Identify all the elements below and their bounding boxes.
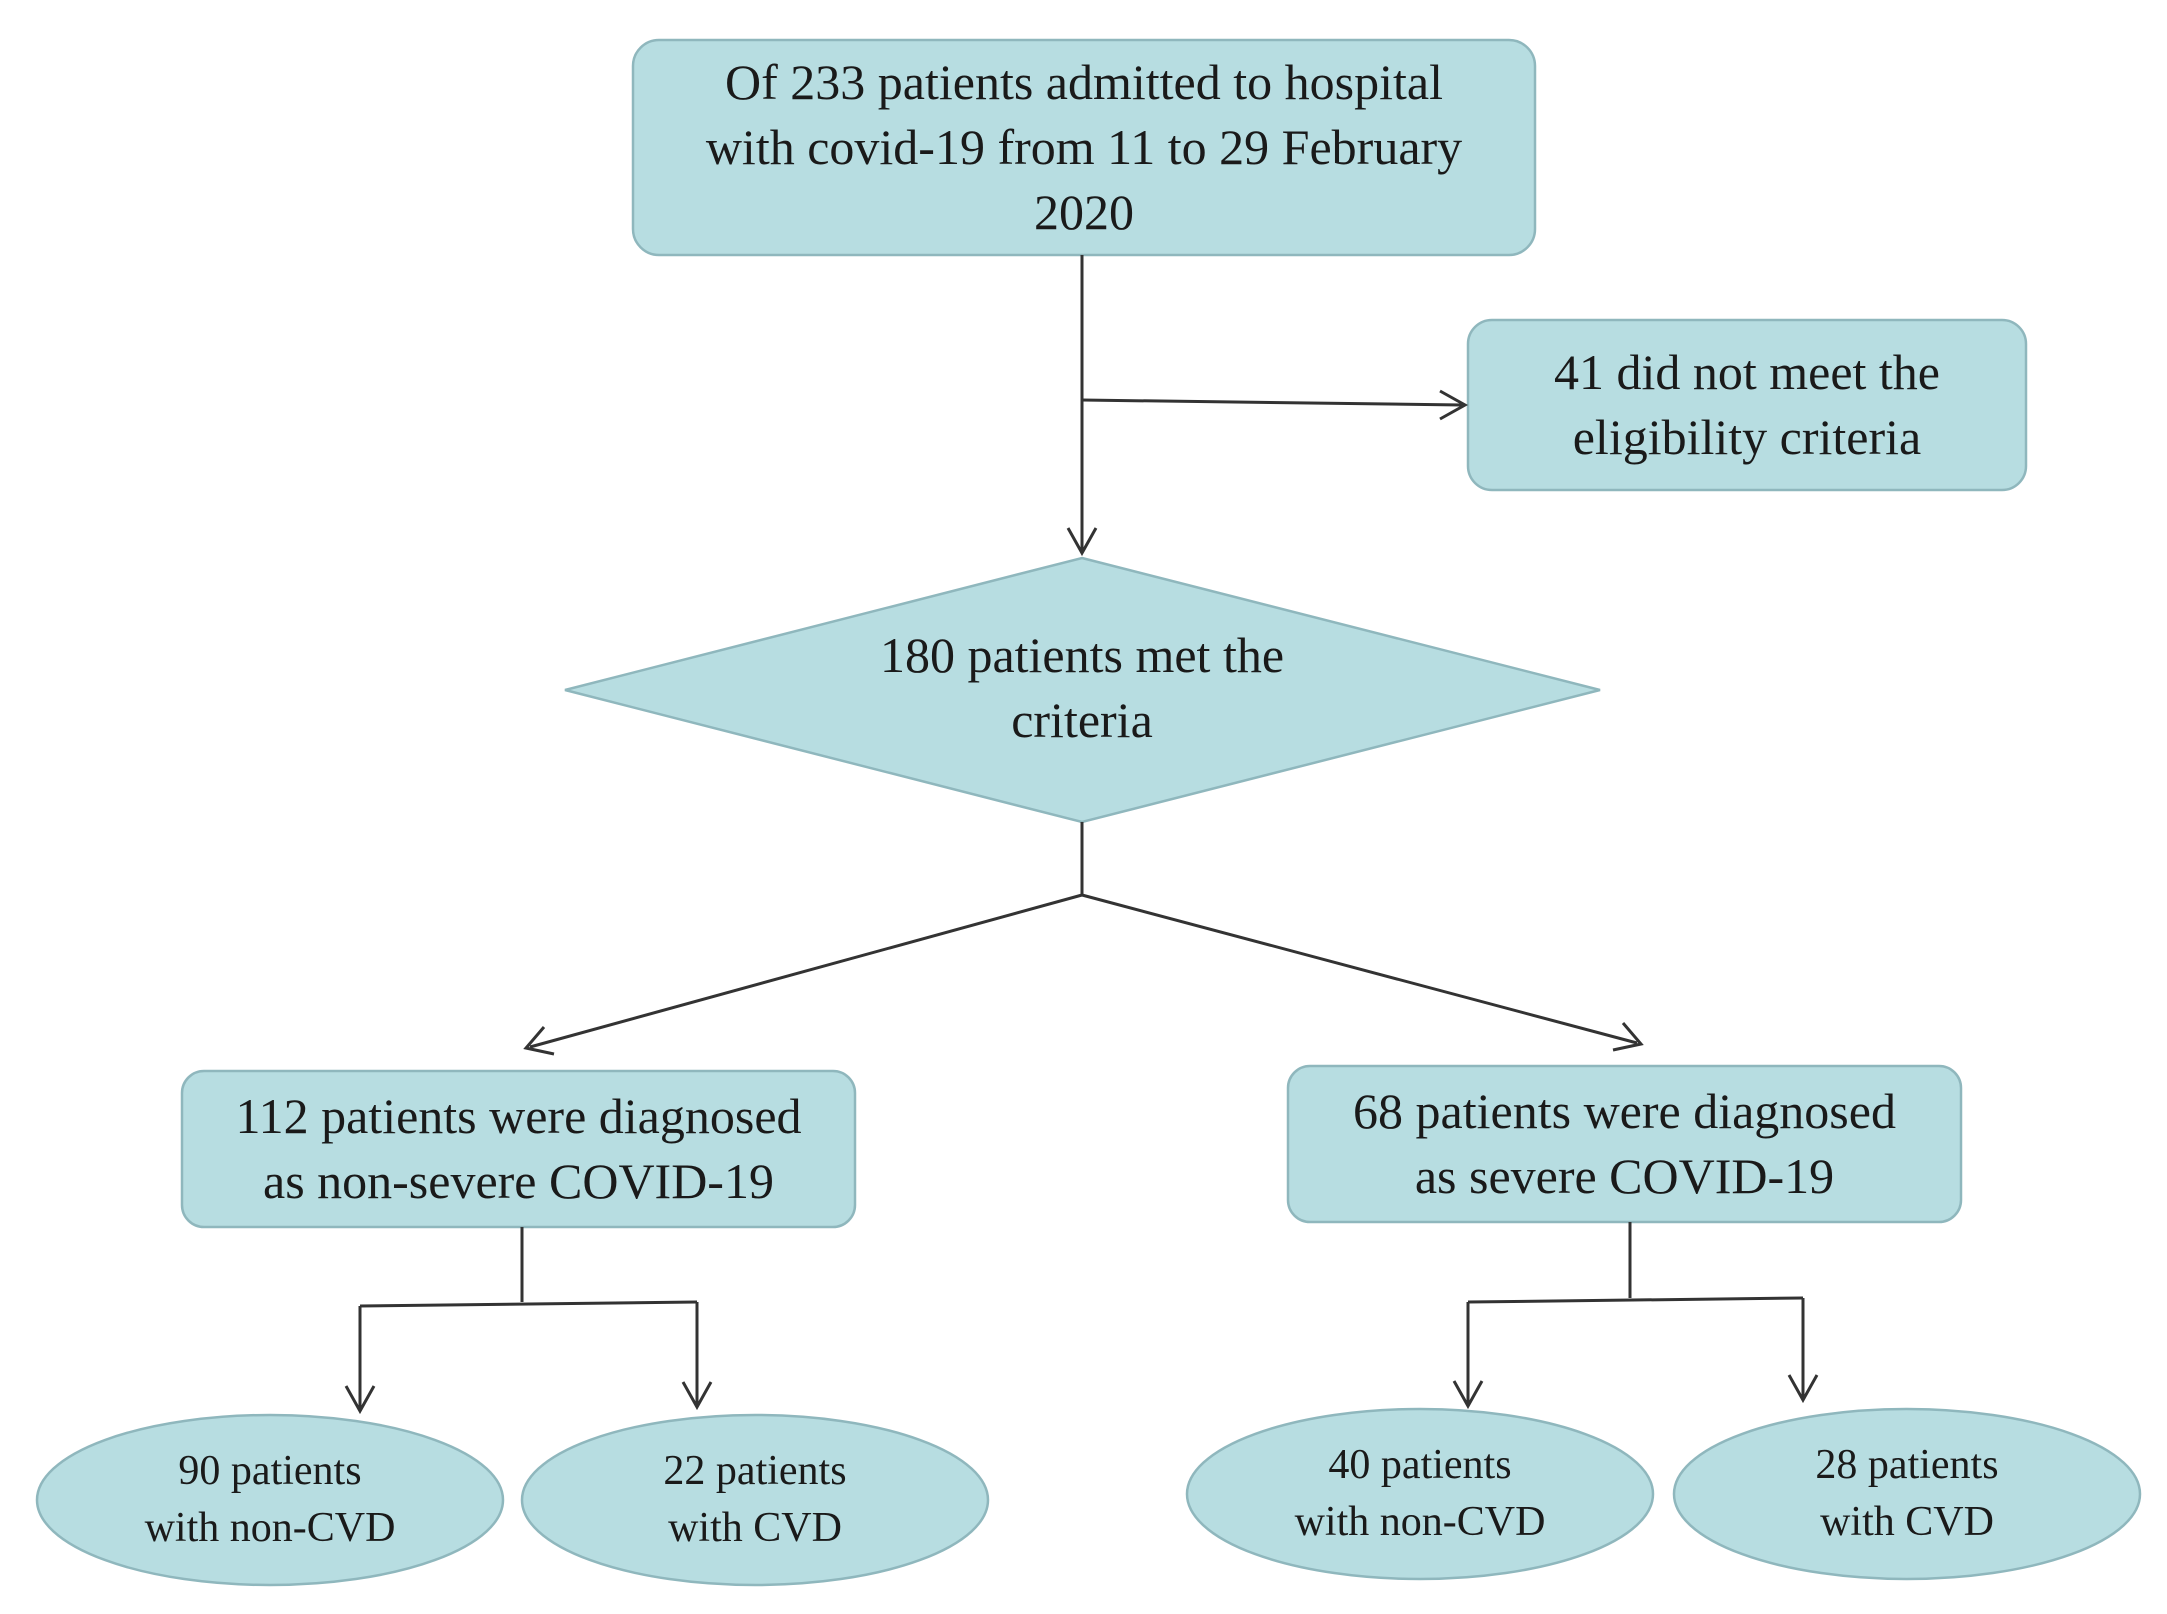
non-severe-box [180,1069,857,1229]
severe-cvd-label: 28 patients with CVD [1674,1409,2140,1579]
eligible-to-non-severe-connector [529,893,1083,1049]
admitted-label: Of 233 patients admitted to hospital wit… [633,40,1535,255]
non-severe-label-line: as non-severe COVID-19 [263,1153,774,1209]
severe-cvd-label-line: 28 patients [1815,1442,1999,1489]
severe-label: 68 patients were diagnosed as severe COV… [1288,1066,1961,1222]
severe-bracket-connector [1467,1296,1804,1304]
severe-label-line: 68 patients were diagnosed [1353,1083,1896,1139]
admitted-label-line: 2020 [1033,184,1134,240]
non-severe-cvd-ellipse [520,1413,990,1587]
admitted-label-line: Of 233 patients admitted to hospital [725,54,1443,110]
non-severe-left-arrowhead [344,1385,376,1415]
eligible-to-severe-connector [1081,893,1638,1045]
severe-box [1286,1064,1963,1224]
non-severe-right-arrowhead [681,1381,713,1411]
non-severe-non-cvd-label: 90 patients with non-CVD [37,1415,503,1585]
severe-cvd-ellipse [1672,1407,2142,1581]
severe-non-cvd-label-line: with non-CVD [1294,1499,1546,1545]
non-severe-label: 112 patients were diagnosed as non-sever… [182,1071,855,1227]
eligible-to-non-severe-arrowhead [523,1026,555,1056]
non-severe-cvd-label-line: 22 patients [663,1448,847,1495]
admitted-box [631,38,1537,257]
admitted-label-line: with covid-19 from 11 to 29 February [705,119,1463,175]
eligible-label-line: 180 patients met the [879,627,1285,683]
non-severe-bracket-connector [359,1300,698,1308]
severe-non-cvd-label-line: 40 patients [1328,1442,1512,1489]
eligible-to-severe-arrowhead [1612,1022,1644,1052]
severe-label-line: as severe COVID-19 [1414,1148,1835,1204]
excluded-label-line: eligibility criteria [1572,409,1922,465]
excluded-label: 41 did not meet the eligibility criteria [1468,320,2026,490]
severe-non-cvd-label: 40 patients with non-CVD [1187,1409,1653,1579]
admitted-to-eligible-arrowhead [1066,527,1098,557]
severe-left-arrowhead [1452,1380,1484,1410]
non-severe-non-cvd-label-line: with non-CVD [144,1505,396,1551]
non-severe-cvd-label-line: with CVD [668,1505,842,1551]
severe-right-arrowhead [1787,1374,1819,1404]
to-excluded-connector [1081,398,1463,407]
excluded-label-line: 41 did not meet the [1553,344,1941,400]
to-excluded-arrowhead [1439,389,1469,421]
non-severe-non-cvd-ellipse [35,1413,505,1587]
eligible-label: 180 patients met the criteria [780,620,1384,756]
severe-cvd-label-line: with CVD [1820,1499,1994,1545]
non-severe-non-cvd-label-line: 90 patients [178,1448,362,1495]
non-severe-label-line: 112 patients were diagnosed [235,1088,802,1144]
non-severe-cvd-label: 22 patients with CVD [522,1415,988,1585]
severe-non-cvd-ellipse [1185,1407,1655,1581]
eligible-label-line: criteria [1011,692,1153,748]
